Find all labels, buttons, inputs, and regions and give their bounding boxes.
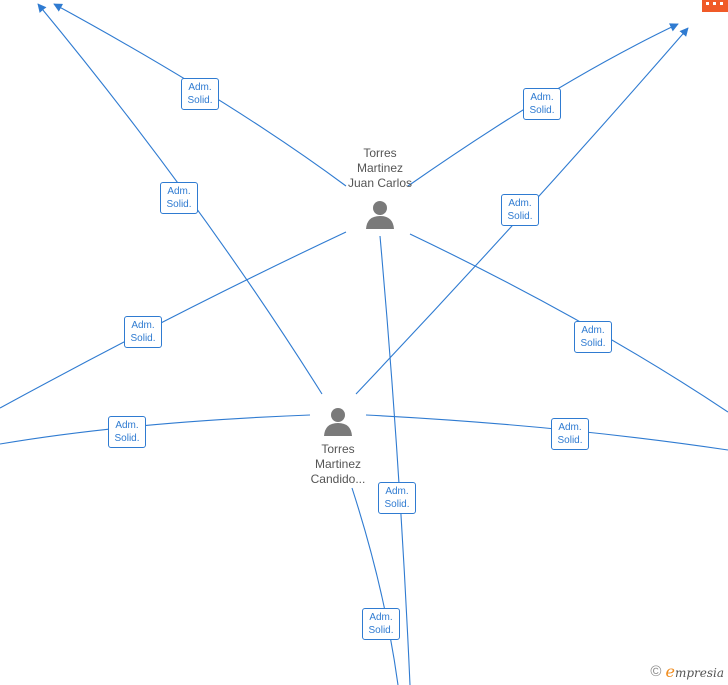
role-badge: Adm.Solid. [501, 194, 539, 226]
person-icon [324, 408, 352, 436]
role-badge: Adm.Solid. [378, 482, 416, 514]
role-badge: Adm.Solid. [574, 321, 612, 353]
building-icon[interactable] [702, 0, 728, 12]
edge-p2-bottom [351, 487, 399, 685]
edge-p2-right [365, 414, 728, 451]
role-badge: Adm.Solid. [523, 88, 561, 120]
brand-footer: © empresia [650, 662, 724, 681]
edge-p2-left [0, 414, 311, 445]
role-badge: Adm.Solid. [362, 608, 400, 640]
role-badge: Adm.Solid. [551, 418, 589, 450]
edge-p1-right [409, 233, 728, 413]
person-node-juan-carlos[interactable]: Torres Martinez Juan Carlos [335, 146, 425, 229]
person-name: Torres Martinez Juan Carlos [347, 146, 413, 190]
copyright-symbol: © [650, 663, 662, 680]
person-icon [366, 201, 394, 229]
person-node-candido[interactable]: Torres Martinez Candido... [293, 406, 383, 487]
edge-p1-left [0, 231, 347, 409]
brand-logo: empresia [665, 662, 724, 681]
edge-p1-bottom [379, 235, 411, 685]
role-badge: Adm.Solid. [124, 316, 162, 348]
role-badge: Adm.Solid. [181, 78, 219, 110]
person-name: Torres Martinez Candido... [310, 442, 366, 486]
role-badge: Adm.Solid. [108, 416, 146, 448]
role-badge: Adm.Solid. [160, 182, 198, 214]
